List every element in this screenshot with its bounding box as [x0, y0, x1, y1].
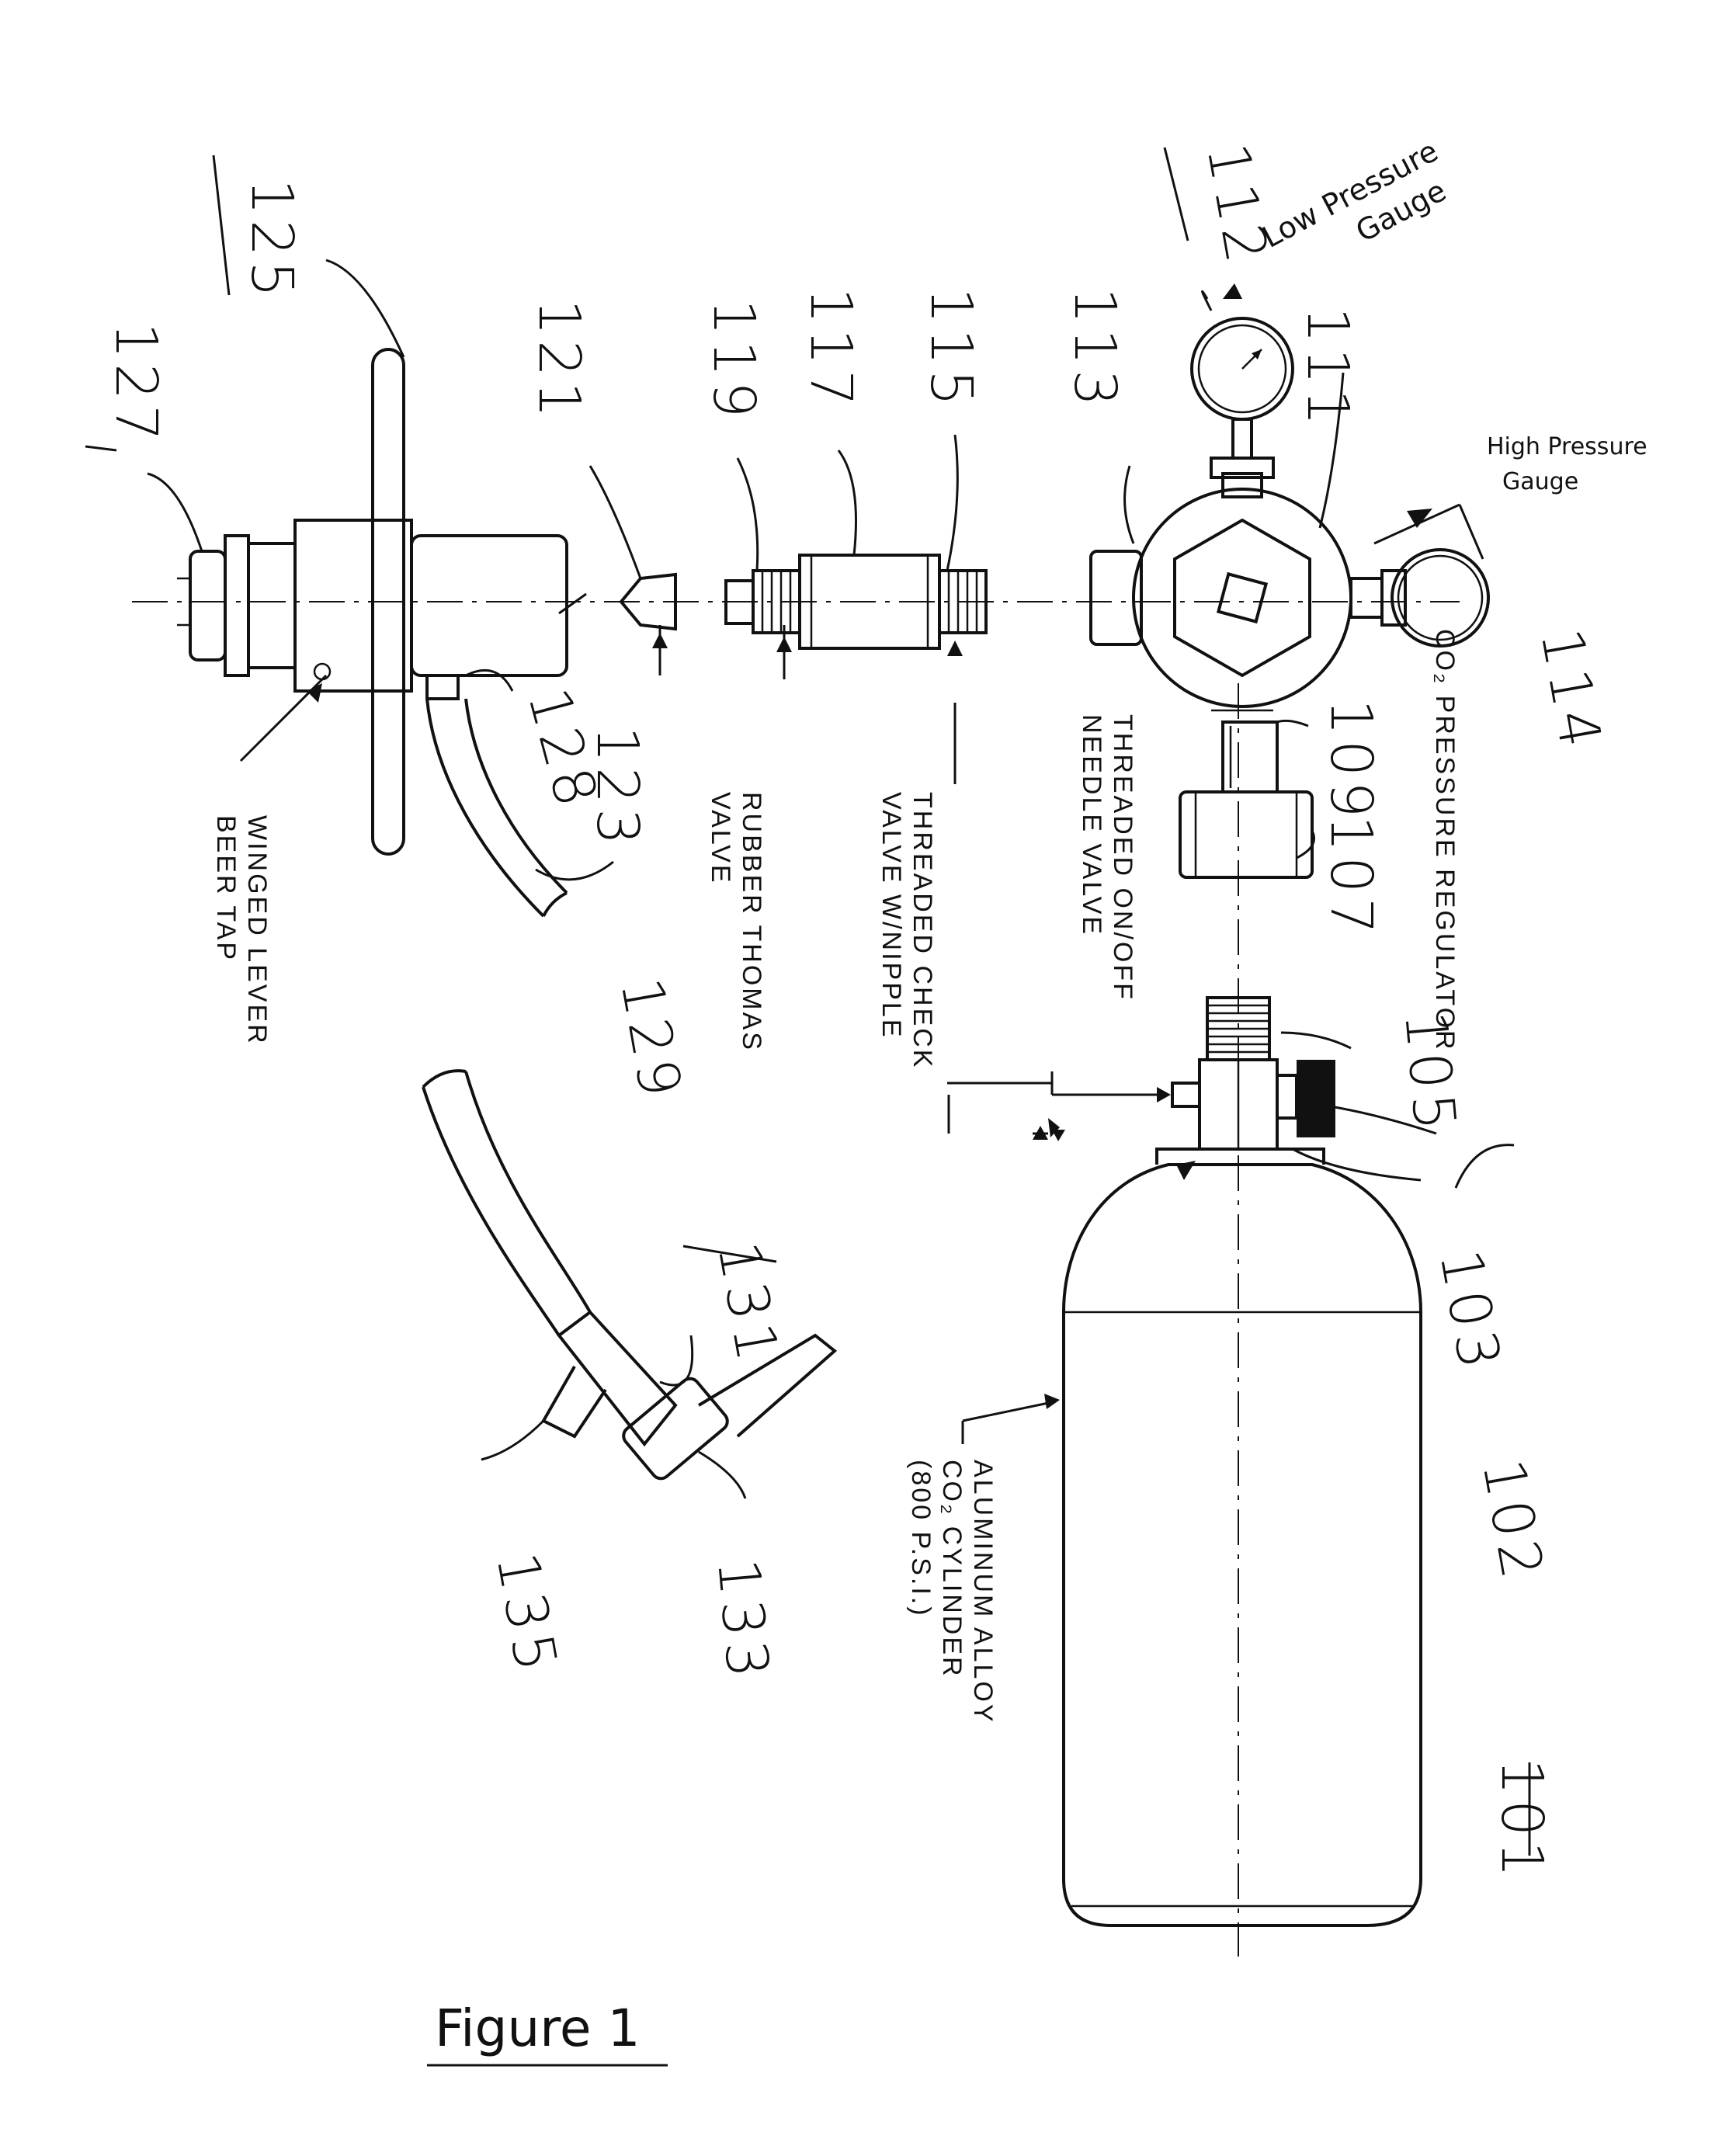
figure-caption-text: Figure 1 — [435, 1998, 640, 2058]
needle-valve-label-line2: NEEDLE VALVE — [1077, 714, 1106, 936]
ref-105: 105 — [1391, 1009, 1469, 1137]
high-pressure-gauge-label-line1: High Pressure — [1487, 433, 1647, 460]
low-pressure-gauge — [1190, 317, 1294, 421]
cylinder-valve — [1171, 996, 1335, 1151]
co2-cylinder — [1062, 1148, 1422, 1927]
cylinder-label-line3: (800 P.S.I.) — [906, 1460, 936, 1618]
regulator-inlet-nut — [1089, 550, 1143, 646]
high-pressure-gauge — [1391, 548, 1490, 648]
co2-pressure-regulator — [1132, 418, 1407, 712]
regulator-label: CO₂ PRESSURE REGULATOR — [1430, 629, 1460, 1052]
check-valve — [724, 554, 988, 650]
ref-129: 129 — [607, 973, 694, 1106]
ref-128: 128 — [515, 681, 611, 818]
cylinder-label-line1: ALUMINUM ALLOY — [968, 1460, 998, 1724]
ref-103: 103 — [1426, 1245, 1513, 1378]
ref-109: 109 — [1318, 699, 1384, 822]
label-beer-tap: WINGED LEVER BEER TAP — [211, 815, 272, 1046]
ref-114: 114 — [1527, 623, 1614, 757]
rubber-thomas-valve — [619, 572, 677, 631]
thomas-valve-label-line1: RUBBER THOMAS — [737, 792, 766, 1052]
label-low-pressure-gauge: Low Pressure Gauge — [1257, 134, 1452, 255]
needle-valve-label-line1: THREADED ON/OFF — [1108, 714, 1137, 1002]
ref-133: 133 — [704, 1556, 782, 1685]
ref-107: 107 — [1318, 815, 1384, 939]
leader-lines — [147, 259, 1515, 1499]
beer-hose — [422, 698, 592, 1337]
ref-119: 119 — [700, 299, 767, 422]
ref-112: 112 — [1193, 138, 1280, 272]
label-cylinder: ALUMINUM ALLOY CO₂ CYLINDER (800 P.S.I.) — [906, 1460, 998, 1724]
beer-tap-label-line2: BEER TAP — [211, 815, 241, 962]
high-pressure-gauge-label-line2: Gauge — [1502, 468, 1578, 495]
cylinder-valve-knob — [1297, 1060, 1335, 1137]
label-needle-valve: THREADED ON/OFF NEEDLE VALVE — [1077, 714, 1137, 1002]
ref-113: 113 — [1061, 287, 1128, 411]
check-valve-label-line2: VALVE W/NIPPLE — [877, 792, 906, 1040]
thomas-valve-label-line2: VALVE — [706, 792, 735, 885]
beer-tap-label-line1: WINGED LEVER — [242, 815, 272, 1046]
label-thomas-valve: RUBBER THOMAS VALVE — [706, 792, 766, 1052]
figure-caption: Figure 1 — [427, 1998, 668, 2067]
label-high-pressure-gauge: High Pressure Gauge — [1487, 433, 1647, 495]
label-arrows — [307, 509, 1432, 1180]
ref-111: 111 — [1294, 307, 1361, 430]
check-valve-label-line1: THREADED CHECK — [908, 792, 937, 1069]
needle-valve — [1179, 721, 1314, 879]
label-check-valve: THREADED CHECK VALVE W/NIPPLE — [877, 792, 937, 1069]
ref-127: 127 — [102, 322, 169, 446]
ref-123: 123 — [584, 726, 651, 849]
ref-135: 135 — [483, 1547, 570, 1681]
ref-125: 125 — [238, 179, 305, 302]
ref-102: 102 — [1469, 1454, 1556, 1588]
label-regulator: CO₂ PRESSURE REGULATOR — [1430, 629, 1460, 1052]
ref-101: 101 — [1488, 1759, 1555, 1882]
ref-117: 117 — [797, 287, 864, 411]
cylinder-label-line2: CO₂ CYLINDER — [937, 1460, 967, 1679]
ref-115: 115 — [918, 287, 984, 411]
picnic-faucet — [541, 1310, 838, 1481]
ref-121: 121 — [526, 299, 592, 422]
reference-numerals: 101 102 103 105 107 109 111 112 113 114 … — [85, 138, 1615, 1882]
